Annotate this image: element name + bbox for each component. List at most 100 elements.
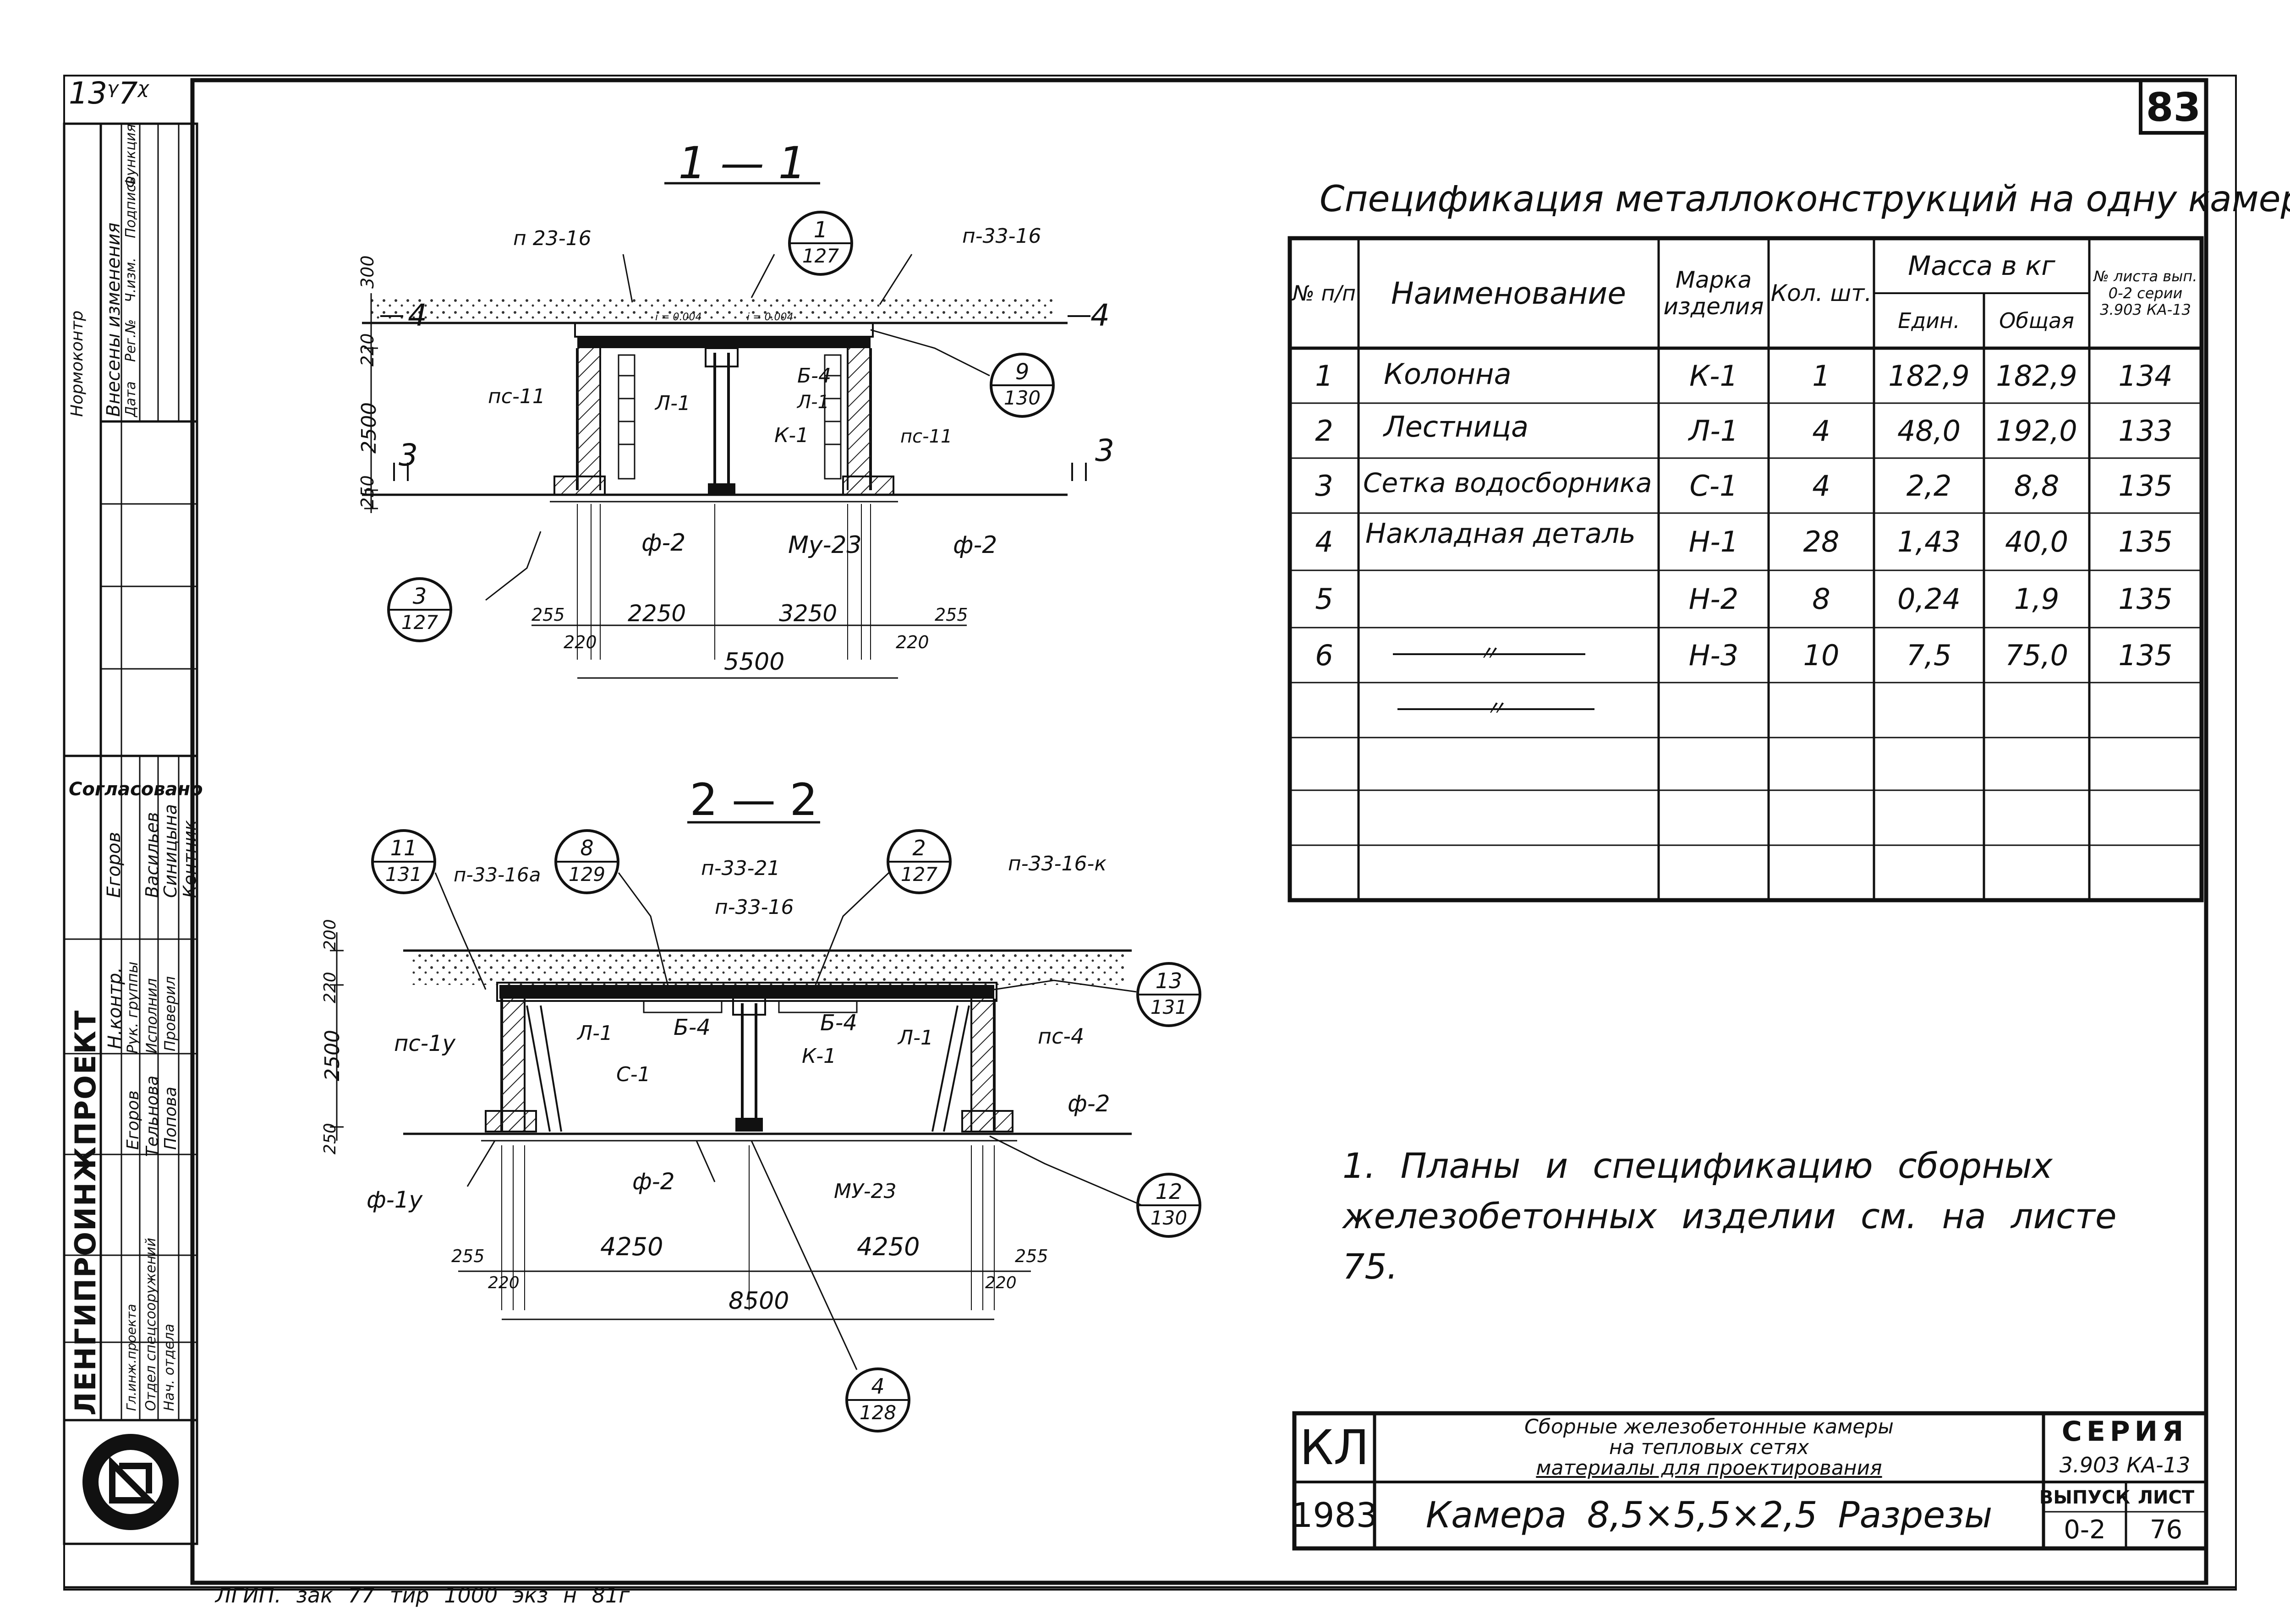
dim-v250: 250	[321, 1123, 340, 1154]
row-mark: Н-2	[1688, 582, 1739, 616]
title-series-value: 3.903 КА-13	[2059, 1452, 2191, 1477]
label-l1: Л-1	[655, 392, 690, 415]
label-ps11-left: пс-11	[488, 385, 545, 408]
section-1-title: 1 — 1	[678, 137, 806, 189]
drawing-note: 1. Планы и спецификацию сборных железобе…	[1342, 1145, 2117, 1287]
staff-name-2: Егоров	[124, 1090, 142, 1150]
row-unit-mass: 2,2	[1906, 469, 1952, 503]
callout-1-127: 1 127	[788, 211, 853, 276]
row-number: 6	[1315, 638, 1333, 672]
title-sheet-title: Камера 8,5×5,5×2,5 Разрезы	[1425, 1494, 1993, 1536]
row-total-mass: 40,0	[2005, 525, 2069, 558]
section-1-drawing	[362, 182, 1090, 679]
rev-col-changes: Ч.изм.	[123, 257, 139, 302]
section-2-title: 2 — 2	[690, 774, 818, 826]
label-k1: К-1	[774, 424, 809, 447]
label-ps11-right: пс-11	[900, 426, 953, 447]
label-b4-left: Б-4	[674, 1015, 711, 1040]
callout-9-130: 9 130	[990, 353, 1055, 418]
agreed-label: Согласовано	[69, 779, 203, 800]
staff-role-2: Рук. группы	[124, 961, 141, 1054]
title-issue-value: 0-2	[2064, 1515, 2106, 1545]
agreed-name-4: Кентник	[180, 820, 200, 898]
sidebar-grid	[63, 122, 198, 1545]
title-sheet-label: ЛИСТ	[2137, 1487, 2195, 1508]
page-number: 83	[2146, 85, 2201, 131]
section-mark-3: 3	[1095, 433, 1114, 468]
row-sheet: 135	[2118, 525, 2173, 558]
row-unit-mass: 1,43	[1897, 525, 1961, 558]
callout-4-128: 4 128	[845, 1367, 910, 1433]
title-series-label: СЕРИЯ	[2061, 1416, 2188, 1448]
row-name: Накладная деталь	[1365, 518, 1636, 550]
row-name: Лестница	[1384, 410, 1528, 443]
dim-220: 220	[564, 632, 597, 652]
row-number: 4	[1315, 525, 1333, 558]
agreed-name-3: Синицына	[160, 804, 181, 898]
page-number-box	[2139, 78, 2208, 135]
spec-header-mark: Марка изделия	[1663, 267, 1764, 320]
row-name-ditto: ———〃———	[1393, 586, 1515, 612]
rev-col-date: Дата	[123, 381, 139, 417]
dim-255: 255	[451, 1246, 485, 1266]
spec-header-sheet: № листа вып. 0-2 серии 3.903 КА-13	[2093, 267, 2197, 319]
title-kl: КЛ	[1299, 1420, 1370, 1476]
label-p33-16a: п-33-16а	[454, 864, 541, 886]
row-mark: Л-1	[1688, 414, 1739, 448]
sheet-frame	[63, 75, 2237, 1591]
agreed-name-2: Васильев	[142, 812, 162, 898]
callout-11-131: 11 131	[371, 829, 436, 894]
row-mark: С-1	[1689, 469, 1738, 503]
row-sheet: 135	[2118, 469, 2173, 503]
slope-label: i = 0.004	[747, 312, 794, 323]
corner-stamp: 13ᵞ7ᵡ	[69, 76, 149, 111]
row-mark: К-1	[1689, 359, 1738, 393]
spec-header-mass: Масса в кг	[1908, 250, 2055, 281]
dim-v200: 200	[321, 919, 340, 951]
label-b4: Б-4	[797, 364, 832, 388]
section-mark-4-left: 4	[408, 298, 427, 333]
row-total-mass: 1,9	[2014, 582, 2060, 616]
slope-label: i = 0.004	[655, 312, 702, 323]
title-year: 1983	[1291, 1495, 1378, 1535]
title-desc-3: материалы для проектирования	[1536, 1456, 1882, 1480]
title-desc-2: на тепловых сетях	[1609, 1435, 1809, 1459]
dim-v220: 220	[357, 333, 378, 366]
row-sheet: 133	[2118, 414, 2173, 448]
label-f2-left: ф-2	[641, 529, 686, 557]
label-k1: К-1	[802, 1044, 837, 1068]
row-number: 2	[1315, 414, 1333, 448]
staff-role-3: Исполнил	[143, 978, 160, 1054]
normocontrol-label: Нормоконтр	[68, 310, 87, 417]
ditto-mark: 〃	[1485, 696, 1506, 721]
label-p33-21: п-33-21	[701, 857, 780, 880]
dim-3250: 3250	[779, 600, 838, 627]
spec-table-grid	[1287, 236, 2204, 902]
rev-col-function: Функция	[123, 124, 139, 188]
spec-header-unit: Един.	[1898, 308, 1960, 333]
dim-255-right: 255	[1015, 1246, 1048, 1266]
staff-name-3: Тельнова	[143, 1075, 162, 1157]
staff-role-6: Отдел спецсооружений	[143, 1237, 159, 1411]
spec-header-total: Общая	[1999, 308, 2074, 333]
callout-8-129: 8 129	[554, 829, 619, 894]
label-l1-right: Л-1	[898, 1026, 933, 1050]
label-c1: С-1	[616, 1063, 651, 1086]
ditto-mark: 〃	[1478, 641, 1499, 666]
row-name: Сетка водосборника	[1363, 467, 1652, 498]
row-name: Колонна	[1384, 357, 1512, 391]
row-qty: 4	[1812, 469, 1830, 503]
row-number: 5	[1315, 582, 1333, 616]
callout-3-127: 3 127	[387, 577, 452, 642]
label-ps4: пс-4	[1038, 1024, 1085, 1049]
label-l1-b: Л-1	[797, 392, 829, 413]
spec-header-name: Наименование	[1391, 275, 1626, 311]
label-p33-16: п-33-16	[962, 224, 1041, 248]
dim-5500: 5500	[724, 648, 785, 676]
label-f2-right: ф-2	[953, 531, 997, 559]
label-p33-16: п-33-16	[715, 896, 794, 919]
dim-220: 220	[488, 1274, 520, 1292]
staff-role-1: Н.контр.	[104, 967, 126, 1049]
